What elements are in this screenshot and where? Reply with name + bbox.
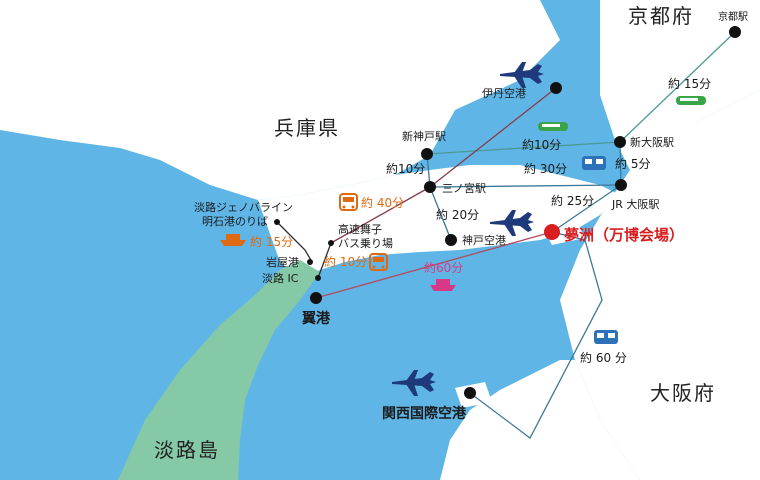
dot-kix <box>464 387 476 399</box>
route-kix-yumeshima <box>469 231 603 439</box>
label-yumeshima: 夢洲（万博会場） <box>564 226 685 244</box>
label-kyoto-station: 京都駅 <box>718 12 748 23</box>
route-sannomiya-jrosaka <box>429 184 622 188</box>
time-kyoto-shinosaka: 約 15分 <box>668 77 712 91</box>
region-awaji: 淡路島 <box>154 438 220 462</box>
time-shinkobe-shinosaka: 約10分 <box>522 138 562 152</box>
dot-itami <box>550 82 562 94</box>
route-tsubasa-yumeshima <box>315 231 553 299</box>
time-akashi-iwaya: 約 15分 <box>250 235 294 249</box>
label-kansai-airport: 関西国際空港 <box>382 406 466 422</box>
label-takasu-2: バス乗り場 <box>338 237 393 250</box>
label-awaji-ic: 淡路 IC <box>262 272 299 285</box>
label-jr-osaka: JR 大阪駅 <box>612 198 660 211</box>
stations <box>274 26 741 399</box>
train-icon <box>582 156 606 170</box>
train-icon <box>538 122 568 131</box>
dot-shinkobe <box>421 148 433 160</box>
time-shinkobe-sannomiya: 約10分 <box>386 162 426 176</box>
region-osaka: 大阪府 <box>650 381 716 405</box>
dot-shinosaka <box>614 136 626 148</box>
ferry-icon <box>430 279 456 291</box>
label-akashi-port: 明石港のりば <box>202 215 268 228</box>
label-kobe-airport: 神戸空港 <box>462 234 506 247</box>
route-akashi-iwaya <box>276 221 313 263</box>
airplane-icon <box>500 62 544 88</box>
train-icon <box>676 96 706 105</box>
time-kix-yumeshima: 約 60 分 <box>580 351 627 365</box>
routes <box>276 31 736 439</box>
dot-jrosaka <box>615 179 627 191</box>
route-maiko-awajiic <box>317 242 332 279</box>
label-itami-airport: 伊丹空港 <box>482 87 526 100</box>
dot-maiko <box>328 240 334 246</box>
time-sannomiya-kobeairport: 約 20分 <box>436 208 480 222</box>
airplane-icon <box>490 210 534 236</box>
route-jrosaka-yumeshima <box>551 184 622 233</box>
time-sannomiya-jrosaka: 約 30分 <box>524 162 568 176</box>
dot-tsubasa <box>310 292 322 304</box>
dot-yumeshima <box>544 224 560 240</box>
region-hyogo: 兵庫県 <box>274 116 340 140</box>
land-osaka-east <box>560 90 760 480</box>
route-sannomiya-kobeairport <box>429 186 452 241</box>
dot-awajiic <box>315 275 321 281</box>
time-maiko-sannomiya: 約 40分 <box>361 196 405 210</box>
route-kyoto-shinosaka <box>619 31 736 143</box>
dot-kyoto <box>729 26 741 38</box>
label-shin-osaka: 新大阪駅 <box>630 136 674 149</box>
train-icon <box>594 330 618 344</box>
awaji-island <box>118 260 320 480</box>
dot-sannomiya <box>424 181 436 193</box>
label-awaji-genova: 淡路ジェノバライン <box>194 201 293 214</box>
time-tsubasa-yumeshima: 約60分 <box>424 261 464 275</box>
bus-icon <box>339 193 358 211</box>
route-shinosaka-jrosaka <box>619 141 622 186</box>
time-jrosaka-yumeshima: 約 25分 <box>551 194 595 208</box>
label-sannomiya: 三ノ宮駅 <box>442 182 486 195</box>
label-shin-kobe: 新神戸駅 <box>402 130 446 143</box>
route-itami-sannomiya <box>429 87 557 188</box>
time-shinosaka-jrosaka: 約 5分 <box>615 157 651 171</box>
land-hyogo-north <box>0 0 560 200</box>
label-takasu-1: 高速舞子 <box>338 223 382 236</box>
region-kyoto: 京都府 <box>628 4 694 28</box>
route-shinkobe-shinosaka <box>426 141 621 155</box>
label-tsubasa-port: 翼港 <box>302 311 330 327</box>
dot-kobeairport <box>445 234 457 246</box>
label-iwaya-port: 岩屋港 <box>266 256 299 269</box>
dot-iwaya <box>307 259 313 265</box>
time-maiko-bus: 約 10分 <box>324 255 368 269</box>
route-maiko-sannomiya <box>330 186 431 244</box>
dot-akashi <box>274 219 280 225</box>
airplane-icon <box>392 370 436 396</box>
ferry-icon <box>220 234 246 246</box>
bus-icon <box>369 253 388 271</box>
